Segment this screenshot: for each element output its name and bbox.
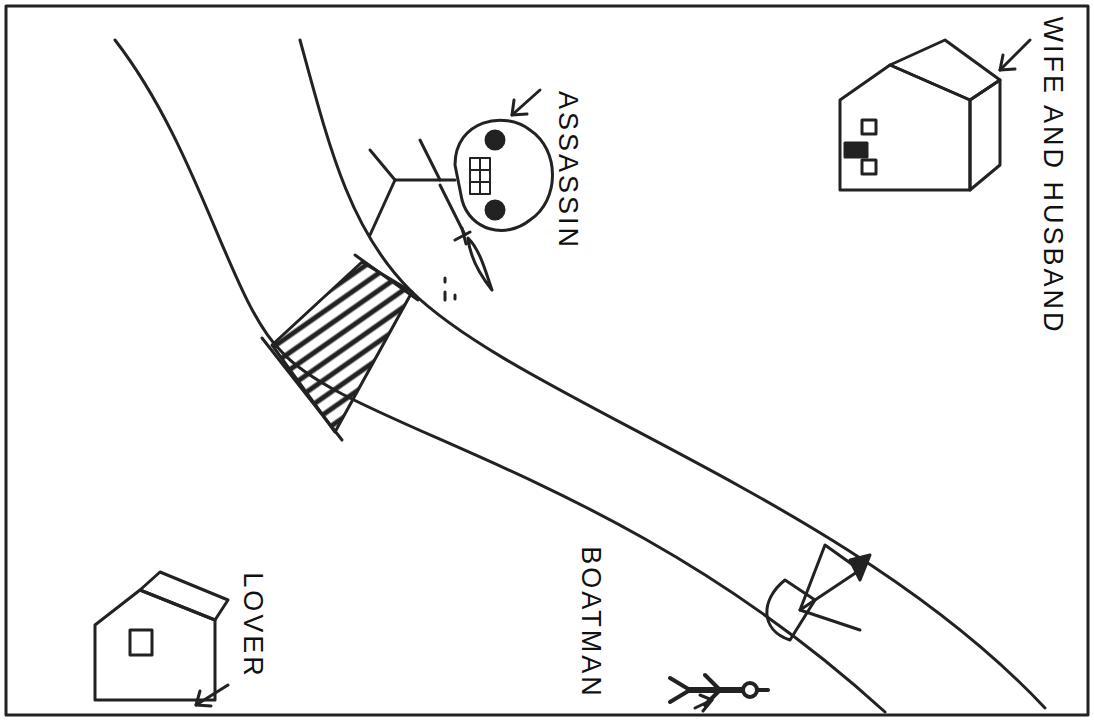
boatman-figure (670, 675, 768, 705)
map-label: LOVER (236, 572, 267, 679)
river-bank (115, 40, 885, 712)
river-bank (300, 40, 1045, 708)
leader-arrow (512, 90, 540, 115)
bridge-edge (262, 338, 342, 440)
house (840, 40, 1000, 190)
assassin-figure (370, 120, 553, 300)
leader-arrowhead (512, 100, 527, 115)
leader-arrow (196, 685, 228, 705)
map-label: BOATMAN (574, 546, 605, 699)
leader-arrowhead (700, 695, 712, 711)
map-label: WIFE AND HUSBAND (1037, 16, 1068, 334)
bridge (272, 262, 412, 432)
leader-arrowhead (196, 691, 211, 706)
house (95, 572, 228, 700)
boat (767, 545, 870, 640)
bridge-edge (355, 255, 418, 300)
leader-arrow (1000, 40, 1030, 70)
map-label: ASSASSIN (552, 90, 583, 249)
map-border (6, 6, 1088, 715)
leader-arrowhead (1000, 55, 1015, 70)
